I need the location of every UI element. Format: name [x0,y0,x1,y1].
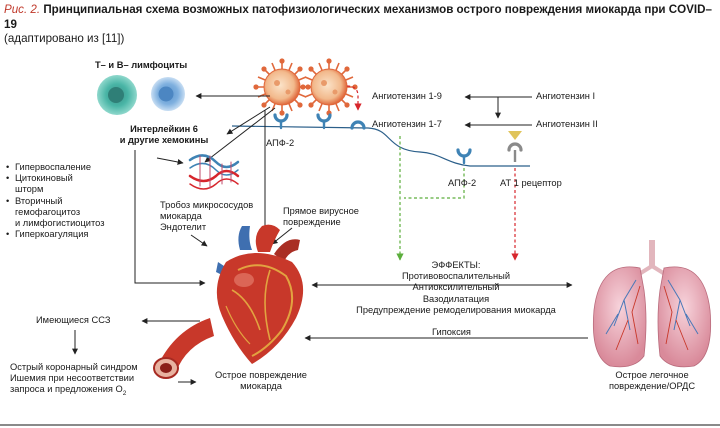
caption-lead: Рис. 2. [4,3,41,16]
bullet-item: Гиперкоагуляция [6,229,104,240]
virus-icon [300,58,358,116]
ace2-label-bottom: АПФ-2 [448,178,477,188]
ace2-receptor-icon [350,120,366,130]
microvessel-thrombosis-icon [188,154,240,190]
lungs-icon [593,240,711,368]
inflammation-list: Гипервоспаление Цитокиновый шторм Вторич… [6,162,104,241]
ace2-label-top: АПФ-2 [266,138,295,148]
virus-entry-arrow [346,85,362,111]
caption-title: Принципиальная схема возможных патофизио… [4,3,712,31]
existing-cvd-label: Имеющиеся ССЗ [36,315,111,325]
angiotensin-1-7-label: Ангиотензин 1-7 [372,119,442,129]
bullet-item: Вторичный гемофагоцитоз и лимфогистиоцит… [6,196,104,230]
figure-caption: Рис. 2. Принципиальная схема возможных п… [4,3,716,47]
effect-item: Предупреждение ремоделирования миокарда [356,304,556,315]
angiotensin-ii-label: Ангиотензин II [536,119,598,129]
caption-subtitle: (адаптировано из [11]) [4,32,125,45]
page-rule [0,424,720,426]
t-lymphocyte-icon [97,75,137,115]
angiotensin-i-label: Ангиотензин I [536,91,596,101]
artery-icon [153,318,214,379]
lymphocytes-label: Т– и В– лимфоциты [95,60,188,70]
at1-receptor-icon [507,131,523,162]
effect-item: Противовоспалительный [401,271,511,282]
hypoxia-label: Гипоксия [432,327,471,337]
effect-item: Антиоксилительный [412,282,500,293]
virus-icon [253,58,311,116]
b-lymphocyte-icon [151,77,185,111]
heart-icon [216,224,304,364]
effects-block: ЭФФЕКТЫ: Противовоспалительный Антиоксил… [345,260,567,316]
bullet-item: Гипервоспаление [6,162,104,173]
effects-title: ЭФФЕКТЫ: [431,260,481,270]
angiotensin-1-9-label: Ангиотензин 1-9 [372,91,442,101]
effect-item: Вазодилатация [422,293,490,304]
at1-receptor-label: АТ 1 рецептор [500,178,562,188]
cell-membrane [231,125,530,167]
bullet-item: Цитокиновый шторм [6,173,104,195]
